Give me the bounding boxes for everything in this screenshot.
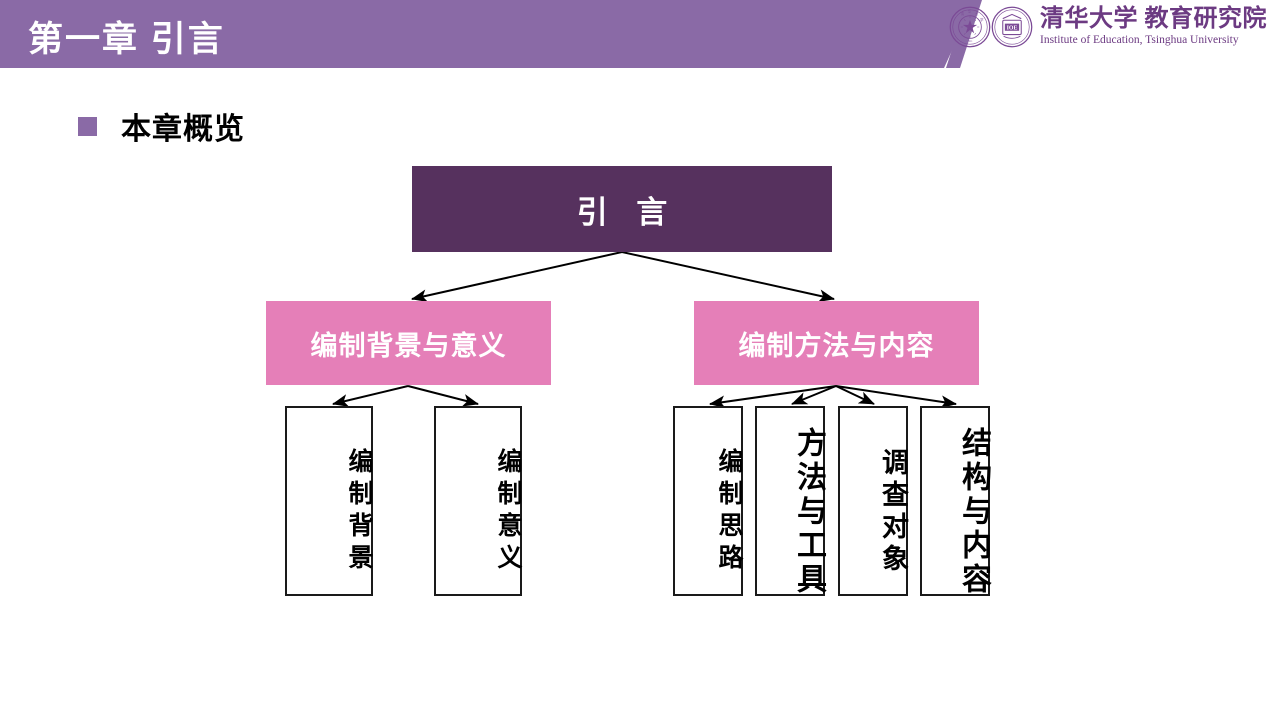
diagram-node-leaf-2-label: 编制意义 (494, 448, 522, 576)
bullet-square-icon (78, 116, 97, 136)
svg-text:学: 学 (980, 17, 984, 22)
svg-text:清: 清 (961, 11, 965, 16)
diagram-node-leaf-4-label: 方法与工具 (792, 427, 825, 597)
diagram-node-leaf-5-label: 调查对象 (878, 448, 908, 576)
diagram-node-leaf-3-label: 编制思路 (715, 448, 743, 576)
diagram-node-branch-2: 编制方法与内容 (694, 301, 979, 385)
section-heading: 本章概览 (78, 104, 245, 148)
diagram-node-leaf-1-label: 编制背景 (345, 448, 373, 576)
logo-text-block: 清华大学 教育研究院 Institute of Education, Tsing… (1040, 7, 1267, 47)
logo-name-en: Institute of Education, Tsinghua Univers… (1040, 34, 1239, 47)
header-banner (0, 0, 975, 68)
diagram-node-branch-1-label: 编制背景与意义 (310, 330, 507, 361)
svg-text:IOE: IOE (1007, 26, 1018, 32)
diagram-node-branch-2-label: 编制方法与内容 (738, 330, 935, 361)
diagram-node-leaf-5: 调查对象 (838, 406, 908, 596)
diagram-node-root-label: 引 言 (576, 194, 678, 230)
diagram-node-branch-1: 编制背景与意义 (266, 301, 551, 385)
diagram-node-leaf-2: 编制意义 (434, 406, 522, 596)
page-title: 第一章 引言 (28, 20, 225, 59)
ioe-seal-icon: IOE (991, 6, 1033, 48)
diagram-node-leaf-1: 编制背景 (285, 406, 373, 596)
institution-logo: 清华大学 1911 IOE 清华大学 教育研究院 Institute of Ed… (949, 6, 1267, 48)
diagram-node-leaf-6-label: 结构与内容 (957, 427, 990, 597)
diagram-node-leaf-6: 结构与内容 (920, 406, 990, 597)
tsinghua-university-seal-icon: 清华大学 1911 (949, 6, 991, 48)
diagram-node-leaf-3: 编制思路 (673, 406, 743, 596)
logo-name-cn: 清华大学 教育研究院 (1040, 6, 1267, 33)
svg-text:华: 华 (968, 9, 972, 14)
svg-text:大: 大 (975, 11, 979, 16)
svg-text:1911: 1911 (968, 40, 974, 43)
diagram-node-leaf-4: 方法与工具 (755, 406, 825, 597)
section-heading-label: 本章概览 (121, 113, 245, 146)
diagram-node-root: 引 言 (412, 166, 832, 252)
